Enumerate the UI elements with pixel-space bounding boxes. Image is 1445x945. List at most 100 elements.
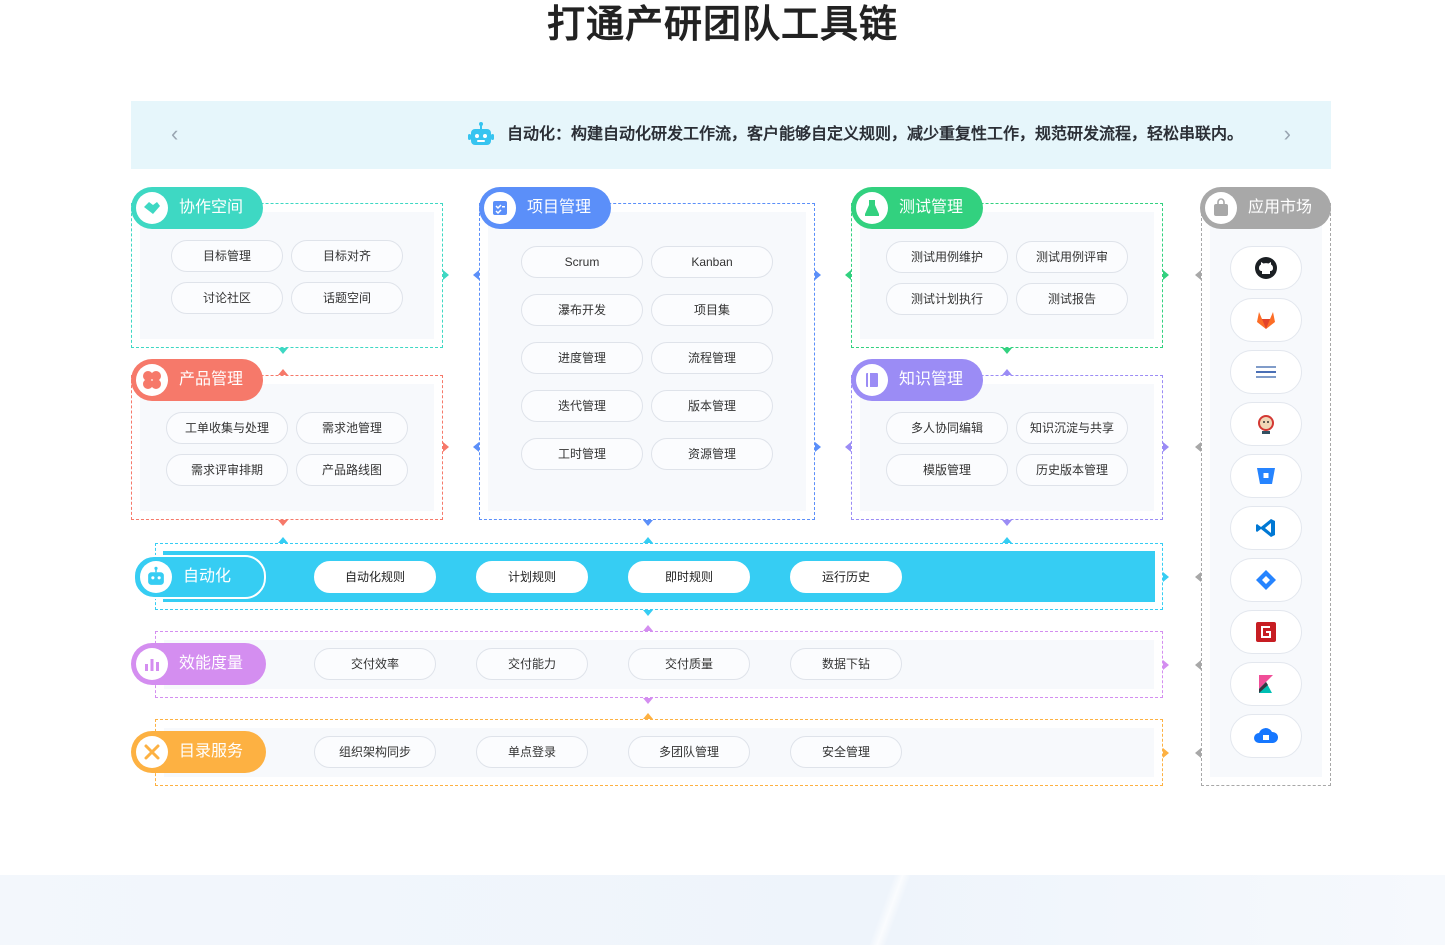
connector-arrow [643,713,653,719]
connector-arrow [1195,572,1201,582]
automation-item[interactable]: 计划规则 [476,561,588,593]
test-item[interactable]: 测试用例维护 [886,241,1008,273]
automation-item[interactable]: 运行历史 [790,561,902,593]
connector-arrow [845,442,851,452]
project-item[interactable]: 迭代管理 [521,390,643,422]
product-module [131,375,443,520]
connector-arrow [278,537,288,543]
collab-item[interactable]: 目标管理 [171,240,283,272]
clover-icon [136,364,168,396]
directory-title[interactable]: 目录服务 [131,731,266,773]
connector-arrow [278,369,288,375]
market-title[interactable]: 应用市场 [1200,187,1331,229]
kibana-icon[interactable] [1230,662,1302,706]
bar-chart-icon [136,648,168,680]
collab-title[interactable]: 协作空间 [131,187,264,229]
bitbucket-icon[interactable] [1230,454,1302,498]
market-title-label: 应用市场 [1248,199,1313,216]
banner-next-arrow[interactable]: › [1283,121,1291,146]
collab-module [131,203,443,348]
project-item[interactable]: 资源管理 [651,438,773,470]
connector-arrow [643,610,653,616]
test-item[interactable]: 测试计划执行 [886,283,1008,315]
project-item[interactable]: 工时管理 [521,438,643,470]
jira-icon[interactable] [1230,558,1302,602]
collab-item[interactable]: 话题空间 [291,282,403,314]
product-title[interactable]: 产品管理 [131,359,264,401]
connector-arrow [473,270,479,280]
project-item[interactable]: 流程管理 [651,342,773,374]
robot-icon [140,561,172,593]
svn-icon[interactable] [1230,350,1302,394]
connector-arrow [1195,660,1201,670]
directory-item[interactable]: 组织架构同步 [314,736,436,768]
metrics-item[interactable]: 数据下钻 [790,648,902,680]
checklist-icon [484,192,516,224]
test-module [851,203,1163,348]
banner-prev-arrow[interactable]: ‹ [171,121,179,146]
connector-arrow [473,442,479,452]
connector-arrow [1163,572,1169,582]
gitlab-icon[interactable] [1230,298,1302,342]
connector-arrow [1002,537,1012,543]
metrics-title-label: 效能度量 [179,655,244,672]
connector-arrow [643,625,653,631]
connector-arrow [1163,442,1169,452]
product-item[interactable]: 需求评审排期 [166,454,288,486]
connector-arrow [1195,748,1201,758]
automation-title-label: 自动化 [183,568,232,585]
cloud-icon[interactable] [1230,714,1302,758]
product-item[interactable]: 工单收集与处理 [166,412,288,444]
connector-arrow [1163,748,1169,758]
connector-arrow [643,537,653,543]
collab-item[interactable]: 讨论社区 [171,282,283,314]
metrics-title[interactable]: 效能度量 [131,643,266,685]
product-item[interactable]: 需求池管理 [296,412,408,444]
shopping-bag-icon [1205,192,1237,224]
directory-title-label: 目录服务 [179,743,244,760]
project-item[interactable]: 项目集 [651,294,773,326]
directory-item[interactable]: 单点登录 [476,736,588,768]
knowledge-item[interactable]: 历史版本管理 [1016,454,1128,486]
connector-arrow [815,442,821,452]
robot-icon [468,122,494,145]
connector-arrow [1002,520,1012,526]
jenkins-icon[interactable] [1230,402,1302,446]
directory-item[interactable]: 多团队管理 [628,736,750,768]
automation-title[interactable]: 自动化 [133,555,266,599]
test-item[interactable]: 测试报告 [1016,283,1128,315]
project-item[interactable]: Kanban [651,246,773,278]
connector-arrow [1163,270,1169,280]
connector-arrow [1195,442,1201,452]
project-item[interactable]: 瀑布开发 [521,294,643,326]
vscode-icon[interactable] [1230,506,1302,550]
directory-item[interactable]: 安全管理 [790,736,902,768]
product-item[interactable]: 产品路线图 [296,454,408,486]
automation-item[interactable]: 即时规则 [628,561,750,593]
metrics-item[interactable]: 交付效率 [314,648,436,680]
knowledge-item[interactable]: 多人协同编辑 [886,412,1008,444]
footer-background [0,875,1445,945]
connector-arrow [443,270,449,280]
product-title-label: 产品管理 [179,371,244,388]
test-title[interactable]: 测试管理 [851,187,984,229]
github-icon[interactable] [1230,246,1302,290]
knowledge-item[interactable]: 知识沉淀与共享 [1016,412,1128,444]
tools-icon [136,736,168,768]
feature-banner: ‹ 自动化：构建自动化研发工作流，客户能够自定义规则，减少重复性工作，规范研发流… [131,101,1331,169]
project-title[interactable]: 项目管理 [479,187,612,229]
project-item[interactable]: 进度管理 [521,342,643,374]
page-title: 打通产研团队工具链 [546,4,898,46]
knowledge-item[interactable]: 模版管理 [886,454,1008,486]
banner-text: 自动化：构建自动化研发工作流，客户能够自定义规则，减少重复性工作，规范研发流程，… [507,126,1244,143]
handshake-icon [136,192,168,224]
automation-item[interactable]: 自动化规则 [314,561,436,593]
collab-item[interactable]: 目标对齐 [291,240,403,272]
project-item[interactable]: 版本管理 [651,390,773,422]
metrics-item[interactable]: 交付质量 [628,648,750,680]
project-item[interactable]: Scrum [521,246,643,278]
metrics-item[interactable]: 交付能力 [476,648,588,680]
knowledge-title[interactable]: 知识管理 [851,359,984,401]
test-item[interactable]: 测试用例评审 [1016,241,1128,273]
gitee-icon[interactable] [1230,610,1302,654]
